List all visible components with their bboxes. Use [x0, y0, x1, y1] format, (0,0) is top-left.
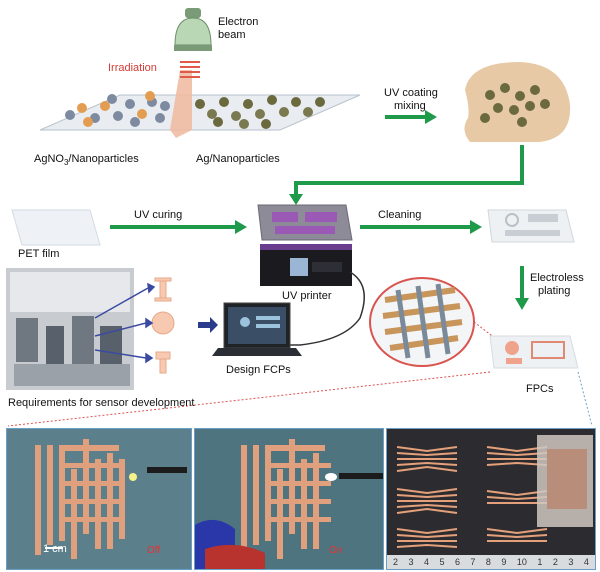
requirements-label: Requirements for sensor development — [8, 397, 195, 409]
ruler-tick-label: 2 — [552, 557, 558, 567]
cleaned-film — [487, 209, 575, 243]
irradiation-label: Irradiation — [108, 62, 157, 74]
ruler-tick-label: 7 — [470, 557, 476, 567]
agno3-nanoparticle-cluster — [65, 91, 170, 127]
uv-curing-label: UV curing — [134, 209, 183, 221]
ruler-tick-label: 2 — [393, 557, 399, 567]
pet-film-label: PET film — [18, 248, 60, 260]
requirement-pointers — [94, 282, 156, 364]
electron-beam-label-line1: Electron — [218, 16, 259, 28]
printer-cable — [284, 271, 365, 346]
ruler-tick-label: 3 — [568, 557, 574, 567]
on-state-label: On — [329, 545, 343, 556]
ruler-tick-label: 6 — [454, 557, 460, 567]
detail-link-left — [7, 371, 491, 427]
cleaning-label: Cleaning — [378, 209, 422, 221]
ag-nanoparticles-label: Ag/Nanoparticles — [196, 153, 280, 165]
factory-robot-photo — [6, 268, 134, 390]
pet-film-sheet — [11, 209, 101, 246]
ruler-tick-label: 9 — [501, 557, 507, 567]
printed-film — [257, 204, 353, 241]
uv-coating-label-line2: mixing — [394, 100, 426, 112]
uv-coating-label-line1: UV coating — [384, 87, 438, 99]
flow-arrows — [110, 110, 529, 310]
detail-link-right — [577, 371, 593, 427]
design-fcps-label: Design FCPs — [226, 364, 291, 376]
uv-printer-label: UV printer — [282, 290, 332, 302]
ruler-tick-label: 10 — [516, 557, 527, 567]
electroless-label-line1: Electroless — [530, 272, 584, 284]
ag-nanoparticle-cluster — [195, 95, 325, 129]
uv-printer-icon — [260, 244, 352, 286]
beam-lines — [180, 61, 200, 78]
scale-label: 1 cm — [43, 543, 67, 555]
ruler-tick-label: 4 — [423, 557, 429, 567]
fpc-strips-icon — [396, 435, 593, 548]
electron-beam-emitter-icon — [174, 8, 212, 51]
laptop-icon — [212, 302, 302, 356]
ruler-tick-label: 4 — [583, 557, 589, 567]
agno3-label: AgNO3/Nanoparticles — [34, 153, 139, 168]
ruler-tick-label: 5 — [439, 557, 445, 567]
uv-coating-mixture — [464, 62, 571, 142]
copper-mesh-zoom — [369, 277, 475, 367]
ruler-tick-label: 8 — [485, 557, 491, 567]
navy-arrow — [198, 317, 218, 333]
sensor-photo-off: 1 cm Off — [6, 428, 192, 570]
sensor-photo-on: On — [194, 428, 384, 570]
fpc-sheet — [489, 335, 579, 369]
mixture-particles — [480, 83, 550, 127]
ruler-tick-label: 3 — [408, 557, 414, 567]
copper-comb-sensor-icon — [35, 439, 187, 559]
irradiation-beam — [170, 70, 192, 138]
ruler-tick-label: 1 — [537, 557, 543, 567]
zoom-connector — [473, 321, 501, 343]
off-state-label: Off — [147, 545, 161, 556]
sensor-shapes — [151, 277, 175, 374]
reaction-plate — [39, 94, 361, 131]
copper-comb-sensor-on-icon — [195, 439, 383, 569]
electron-beam-label-line2: beam — [218, 29, 246, 41]
electroless-label-line2: plating — [538, 285, 571, 297]
fpcs-label: FPCs — [526, 383, 554, 395]
